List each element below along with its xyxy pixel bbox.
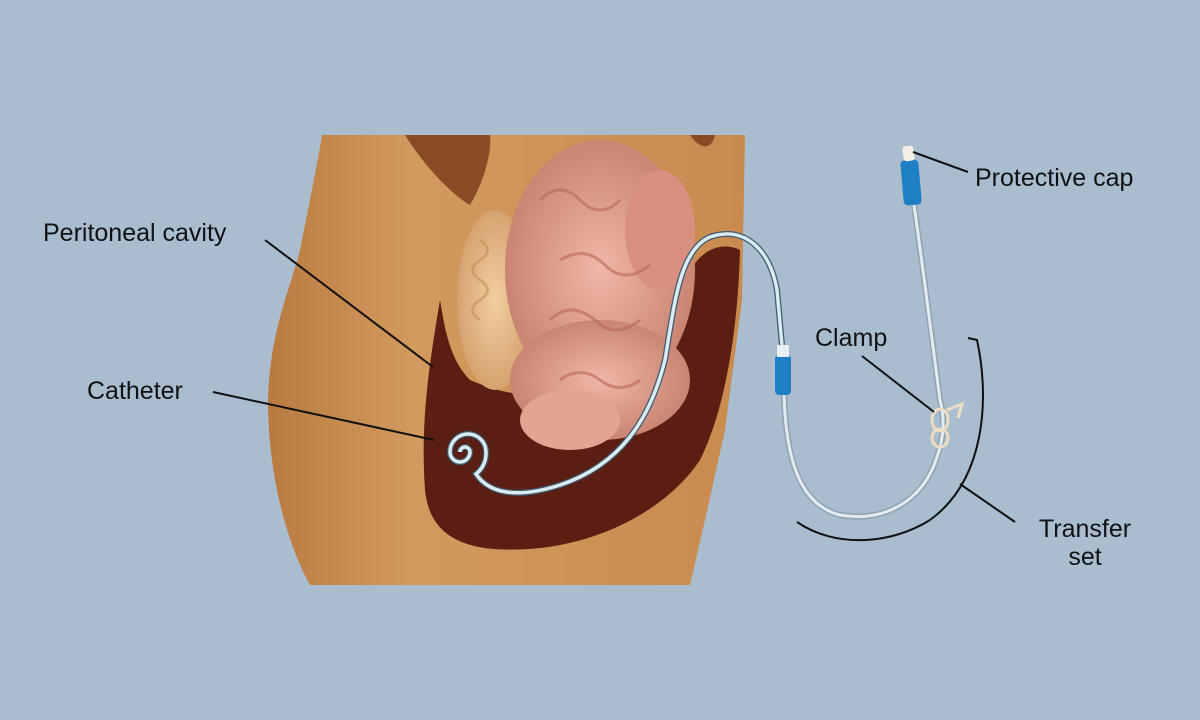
label-peritoneal-cavity: Peritoneal cavity [43, 219, 227, 247]
peritoneal-cavity-leader [264, 239, 434, 368]
transfer-set-leader [959, 483, 1016, 523]
catheter-leader [212, 391, 435, 441]
label-catheter: Catheter [87, 377, 183, 405]
intestines [457, 140, 695, 450]
label-clamp: Clamp [815, 324, 887, 352]
label-protective-cap: Protective cap [975, 164, 1133, 192]
label-transfer-set-line1: Transfer [1039, 515, 1131, 543]
transfer-set-bracket [796, 337, 984, 542]
clamp-leader [861, 355, 935, 413]
clamp [930, 401, 965, 449]
transfer-set [775, 145, 965, 520]
connector-lower [775, 355, 791, 395]
protective-cap-leader [912, 151, 969, 173]
abdomen-illustration [268, 135, 745, 585]
protective-cap [902, 145, 915, 162]
label-transfer-set-line2: set [1068, 543, 1101, 571]
connector-upper [900, 159, 922, 206]
catheter [446, 230, 785, 496]
